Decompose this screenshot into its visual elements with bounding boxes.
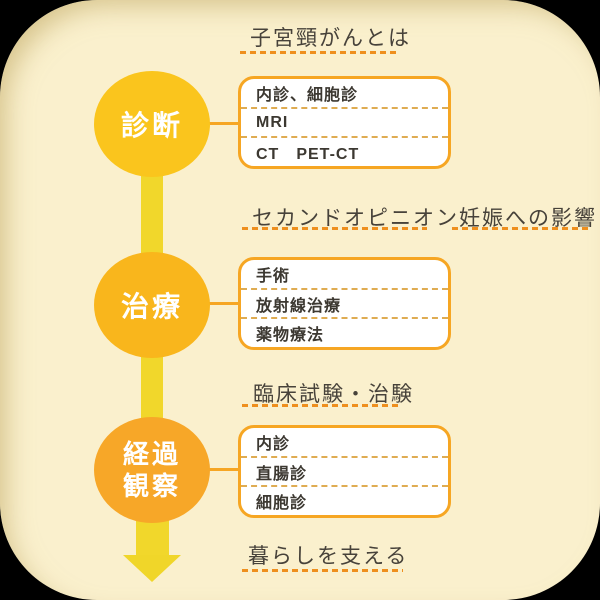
link-clinical-trials[interactable]: 臨床試験・治験 [253,383,414,406]
connector-followup [205,468,243,471]
list-item[interactable]: CT PET-CT [241,136,448,166]
treatment-items-box: 手術 放射線治療 薬物療法 [238,257,451,350]
dashed-underline [242,227,427,230]
step-node-followup[interactable]: 経過 観察 [94,417,210,523]
step-node-diagnosis[interactable]: 診断 [94,71,210,177]
link-pregnancy-effect[interactable]: 妊娠への影響 [459,207,597,230]
link-second-opinion[interactable]: セカンドオピニオン [252,207,459,230]
dashed-underline [240,51,397,54]
step-node-treatment[interactable]: 治療 [94,252,210,358]
connector-treatment [205,302,243,305]
step-label: 治療 [120,291,183,322]
list-item[interactable]: MRI [241,106,448,137]
dashed-underline [452,227,589,230]
list-item[interactable]: 放射線治療 [241,287,448,318]
list-item[interactable]: 薬物療法 [241,317,448,347]
dashed-underline [242,569,403,572]
list-item[interactable]: 手術 [256,267,291,285]
arrow-down-icon [123,555,181,582]
diagnosis-items-box: 内診、細胞診 MRI CT PET-CT [238,76,451,169]
followup-items-box: 内診 直腸診 細胞診 [238,425,451,518]
step-label: 診断 [120,110,183,141]
list-item[interactable]: 内診 [256,435,291,453]
link-daily-life[interactable]: 暮らしを支える [248,545,409,568]
list-item[interactable]: 直腸診 [241,455,448,486]
connector-diagnosis [205,122,243,125]
step-label-line1: 経過 [122,438,181,469]
step-label-line2: 観察 [122,471,181,501]
list-item[interactable]: 細胞診 [241,485,448,515]
list-item[interactable]: 内診、細胞診 [256,86,359,104]
dashed-underline [242,404,398,407]
page-title[interactable]: 子宮頸がんとは [250,27,411,50]
